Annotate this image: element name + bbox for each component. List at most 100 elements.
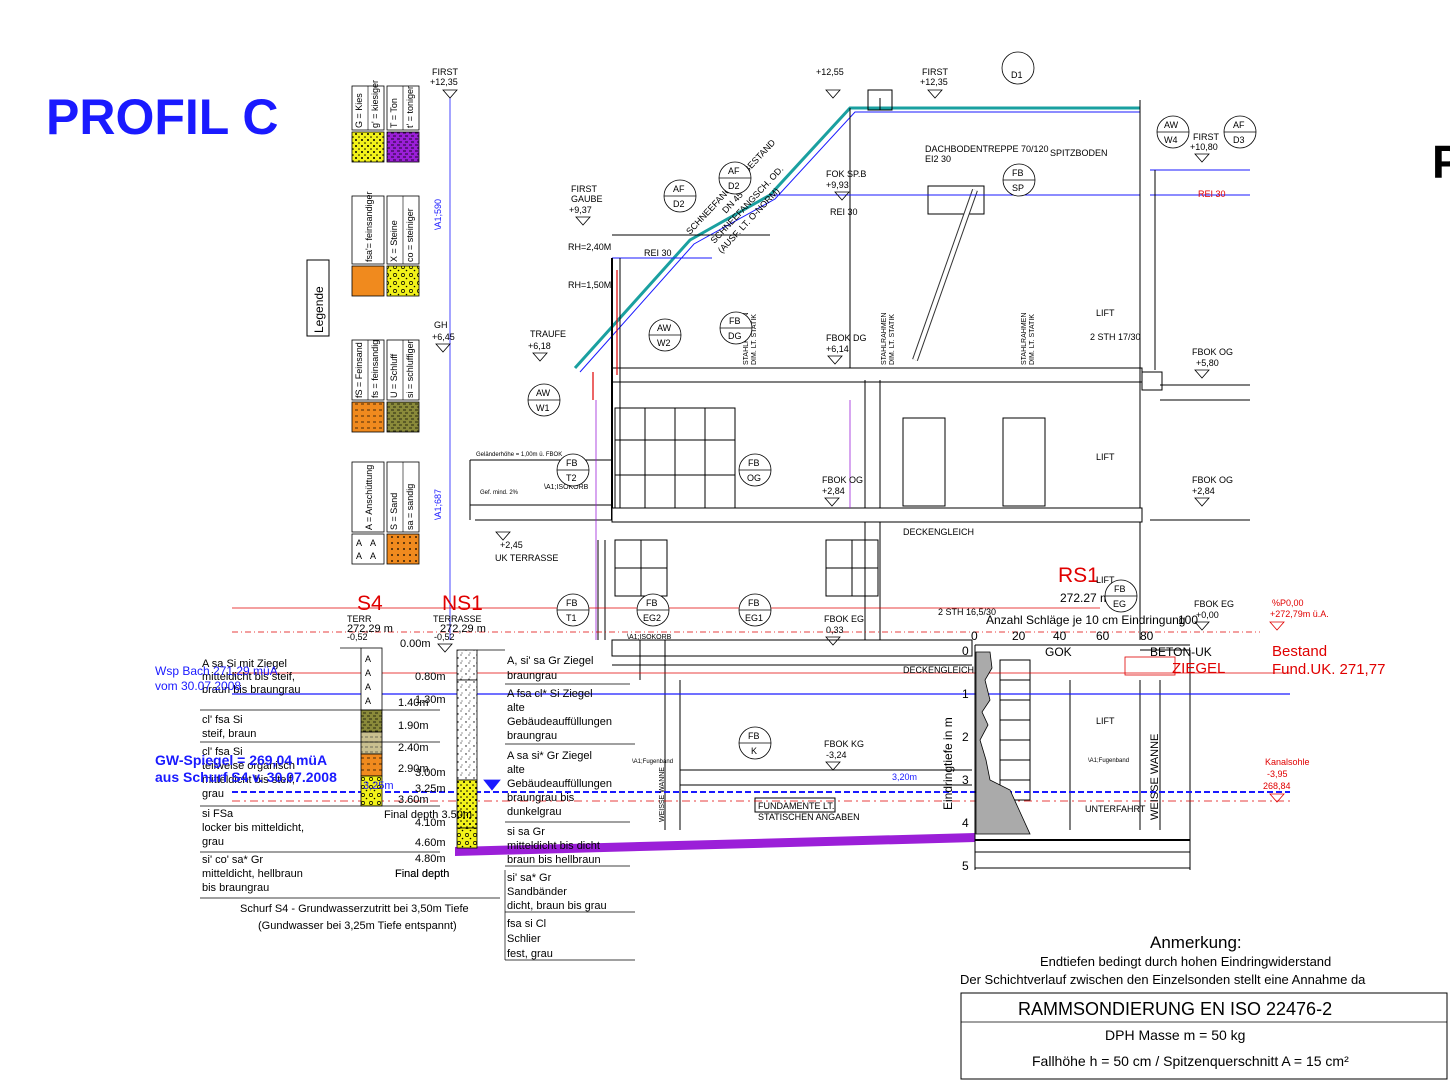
svg-text:Wsp Bach 271,29 müA: Wsp Bach 271,29 müA [155,664,278,678]
svg-text:FB: FB [646,598,658,608]
legend-title: Legende [312,286,326,333]
svg-text:GW-Spiegel = 269,04 müA: GW-Spiegel = 269,04 müA [155,752,327,768]
svg-text:t' = toniger: t' = toniger [405,86,415,128]
tag-d1: D1 [1001,51,1035,85]
svg-text:\A1;Fugenband: \A1;Fugenband [632,759,673,765]
svg-text:G = Kies: G = Kies [354,93,364,128]
svg-text:OG: OG [747,473,761,483]
svg-text:D2: D2 [673,199,685,209]
svg-text:co = steiniger: co = steiniger [405,208,415,262]
svg-text:Endtiefen bedingt durch hohen: Endtiefen bedingt durch hohen Eindringwi… [1040,954,1331,969]
svg-text:A: A [365,682,371,692]
svg-text:4.80m: 4.80m [415,853,446,865]
svg-text:FIRST: FIRST [1193,132,1220,142]
svg-text:+12,35: +12,35 [430,77,458,87]
svg-text:FBOK OG: FBOK OG [1192,347,1233,357]
reference-lines [232,607,1290,802]
svg-text:AW: AW [657,323,672,333]
svg-text:D1: D1 [1011,70,1023,80]
water-labels: Wsp Bach 271,29 müA vom 30.07.2008 GW-Sp… [155,664,394,792]
svg-text:3.25m: 3.25m [415,783,446,795]
svg-text:RH=1,50M: RH=1,50M [568,280,611,290]
svg-text:60: 60 [1096,629,1110,643]
svg-text:EG: EG [1113,599,1126,609]
svg-text:TRAUFE: TRAUFE [530,329,566,339]
svg-text:+5,80: +5,80 [1196,358,1219,368]
svg-text:FBOK OG: FBOK OG [1192,475,1233,485]
svg-text:TERRASSE: TERRASSE [433,614,482,624]
svg-text:STATISCHEN ANGABEN: STATISCHEN ANGABEN [758,812,860,822]
svg-text:+6,45: +6,45 [432,332,455,342]
svg-text:1: 1 [962,687,969,701]
svg-text:fS = Feinsand: fS = Feinsand [354,342,364,398]
probe-ns1: NS1 TERRASSE 272,29 m -0,52 0.00m 0.80m … [384,592,635,961]
svg-text:0: 0 [962,644,969,658]
svg-text:SP: SP [1012,183,1024,193]
svg-text:\A1;ISOKORB: \A1;ISOKORB [544,484,589,491]
svg-text:3.00m: 3.00m [415,767,446,779]
svg-text:sa = sandig: sa = sandig [405,484,415,530]
svg-text:FB: FB [748,598,760,608]
svg-text:\A1;687: \A1;687 [433,489,443,520]
svg-text:+2,84: +2,84 [822,486,845,496]
svg-text:Geländerhöhe = 1,00m ü. FBOK: Geländerhöhe = 1,00m ü. FBOK [476,452,562,458]
svg-text:4.10m: 4.10m [415,817,446,829]
svg-text:FIRST: FIRST [432,67,459,77]
svg-text:Bestand: Bestand [1272,643,1327,660]
svg-text:AF: AF [1233,120,1245,130]
svg-text:DECKENGLEICH: DECKENGLEICH [903,527,974,537]
svg-text:Fund.UK. 271,77: Fund.UK. 271,77 [1272,661,1385,678]
rs1-label: RS1 [1058,564,1099,587]
svg-text:2.40m: 2.40m [398,742,429,754]
svg-text:SPITZBODEN: SPITZBODEN [1050,148,1108,158]
level-labels: FIRST +12,35 +12,55 FIRST +12,35 FIRST +… [430,67,1234,760]
svg-text:0: 0 [971,629,978,643]
svg-text:272,29 m: 272,29 m [347,623,393,635]
svg-text:FBOK DG: FBOK DG [826,333,867,343]
svg-text:80: 80 [1140,629,1154,643]
svg-text:\A1;ISOKORB: \A1;ISOKORB [627,634,672,641]
svg-text:X = Steine: X = Steine [389,220,399,262]
svg-text:DACHBODENTREPPE 70/120: DACHBODENTREPPE 70/120 [925,144,1049,154]
svg-text:+6,14: +6,14 [826,344,849,354]
svg-text:T1: T1 [566,613,577,623]
svg-text:A: A [365,668,371,678]
svg-text:T = Ton: T = Ton [389,98,399,128]
svg-text:EG1: EG1 [745,613,763,623]
svg-text:WEISSE WANNE: WEISSE WANNE [659,767,666,822]
svg-text:Eindringtiefe in m: Eindringtiefe in m [941,717,955,810]
svg-text:AW: AW [536,388,551,398]
svg-text:FOK SP.B: FOK SP.B [826,169,866,179]
svg-text:FB: FB [748,731,760,741]
svg-text:Final depth: Final depth [395,868,449,880]
svg-text:A: A [370,538,376,548]
svg-text:Final depth: Final depth [395,868,449,880]
svg-text:WEISSE WANNE: WEISSE WANNE [1149,734,1161,820]
svg-text:FB: FB [748,458,760,468]
svg-text:100: 100 [1178,613,1198,627]
svg-text:FBOK KG: FBOK KG [824,739,864,749]
svg-text:AF: AF [728,166,740,176]
svg-text:REI 30: REI 30 [1198,189,1226,199]
s4-label: S4 [357,592,383,615]
svg-text:A: A [356,551,362,561]
svg-text:si = schluffiger: si = schluffiger [405,340,415,398]
svg-text:(Gundwasser bei 3,25m Tiefe en: (Gundwasser bei 3,25m Tiefe entspannt) [258,920,457,932]
legend-item-steine: X = Steine co = steiniger [386,195,420,297]
svg-text:+2,45: +2,45 [500,540,523,550]
svg-text:2: 2 [962,730,969,744]
info-box-title: RAMMSONDIERUNG EN ISO 22476-2 [1018,999,1332,1019]
svg-text:+2,84: +2,84 [1192,486,1215,496]
svg-text:Der Schichtverlauf zwischen de: Der Schichtverlauf zwischen den Einzelso… [960,972,1366,987]
svg-text:LIFT: LIFT [1096,716,1115,726]
svg-text:A: A [365,696,371,706]
svg-text:1.30m: 1.30m [415,694,446,706]
svg-text:FIRST: FIRST [922,67,949,77]
svg-text:-0,52: -0,52 [434,632,455,642]
